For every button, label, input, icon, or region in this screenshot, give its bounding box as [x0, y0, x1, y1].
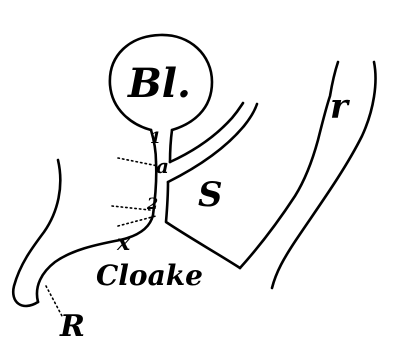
label-2: 2: [147, 194, 159, 213]
label-x: x: [117, 230, 131, 256]
rectum-outline: [270, 60, 377, 290]
label-r-lower: r: [330, 87, 348, 127]
leader-line-r-upper: [45, 285, 63, 317]
label-bl: Bl.: [128, 60, 191, 107]
r-lobe-outline: [11, 158, 62, 308]
leader-line-x: [117, 215, 157, 227]
label-1: 1: [150, 128, 162, 147]
cloaca-left-wall: [35, 128, 158, 304]
neck-right-wall: [168, 128, 174, 164]
duct-inner-line: [168, 101, 245, 164]
leader-line-a: [117, 157, 159, 167]
s-region-boundary: [238, 60, 340, 270]
leader-line-2: [111, 205, 151, 211]
duct-outer-line: [166, 102, 259, 184]
label-r-upper: R: [60, 309, 85, 344]
label-s: S: [198, 175, 223, 215]
bladder-outline: [108, 33, 214, 132]
cloaca-right-wall: [164, 180, 242, 270]
label-cloake: Cloake: [96, 259, 203, 292]
label-a: a: [156, 154, 169, 178]
